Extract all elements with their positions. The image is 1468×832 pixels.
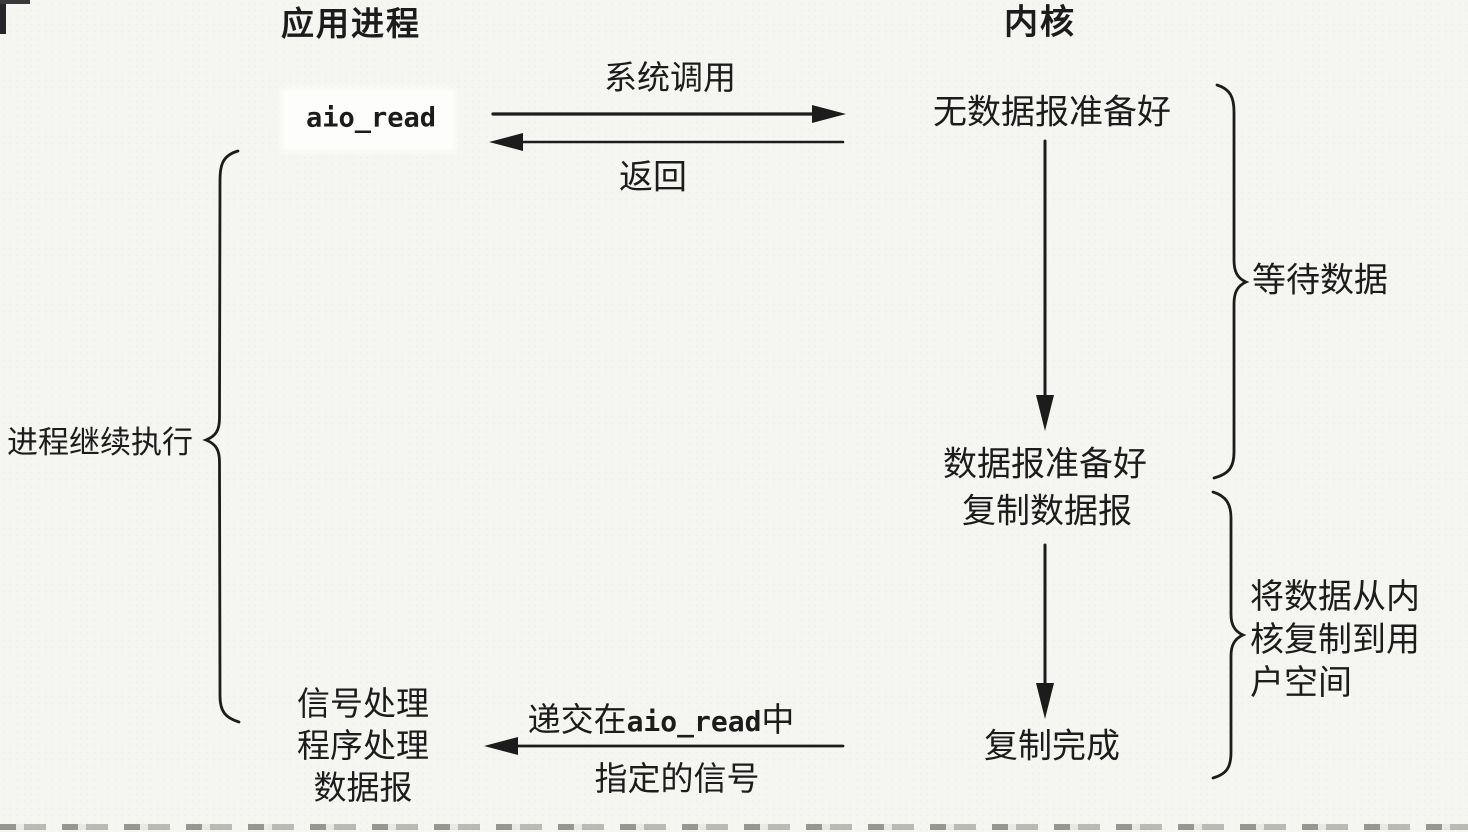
deliver-signal-label-line1: 递交在aio_read中 — [528, 703, 795, 741]
scan-artifact-left-edge — [0, 0, 6, 34]
copy-to-user-line3: 户空间 — [1250, 665, 1352, 702]
deliver-signal-arrowhead — [484, 737, 518, 755]
aio-read-box — [285, 92, 452, 148]
return-arrowhead — [489, 133, 523, 151]
kernel-title: 内核 — [1004, 3, 1076, 42]
copy-to-user-label: 将数据从内 核复制到用 户空间 — [1250, 576, 1420, 705]
wait-data-arrowhead — [1036, 395, 1054, 431]
copy-to-user-line1: 将数据从内 — [1250, 579, 1420, 616]
process-continues-label: 进程继续执行 — [7, 425, 193, 461]
copy-data-arrowhead — [1036, 683, 1054, 719]
deliver-signal-prefix: 递交在 — [527, 703, 627, 740]
copy-to-user-line2: 核复制到用 — [1250, 622, 1420, 659]
scan-artifact-top-edge — [0, 0, 30, 4]
aio-read-label: aio_read — [305, 102, 437, 134]
signal-handler-label: 信号处理 程序处理 数据报 — [297, 684, 429, 810]
signal-handler-line3: 数据报 — [313, 771, 413, 807]
app-process-title: 应用进程 — [281, 5, 421, 43]
datagram-ready-label: 数据报准备好 — [943, 446, 1147, 484]
system-call-label: 系统调用 — [604, 61, 736, 98]
copy-datagram-label: 复制数据报 — [962, 493, 1132, 531]
system-call-arrowhead — [812, 105, 846, 123]
signal-handler-line1: 信号处理 — [297, 687, 429, 723]
return-label: 返回 — [619, 159, 687, 197]
deliver-signal-label-line2: 指定的信号 — [594, 762, 760, 799]
deliver-signal-suffix: 中 — [761, 703, 795, 740]
left-brace — [202, 149, 241, 724]
no-datagram-ready-label: 无数据报准备好 — [933, 94, 1171, 132]
copy-user-brace — [1211, 490, 1247, 780]
wait-for-data-label: 等待数据 — [1252, 262, 1388, 300]
copy-complete-label: 复制完成 — [984, 728, 1120, 766]
deliver-signal-code: aio_read — [626, 705, 762, 739]
signal-handler-line2: 程序处理 — [297, 729, 429, 765]
wait-data-brace — [1212, 83, 1250, 480]
scan-artifact-bottom-edge — [0, 824, 1468, 830]
